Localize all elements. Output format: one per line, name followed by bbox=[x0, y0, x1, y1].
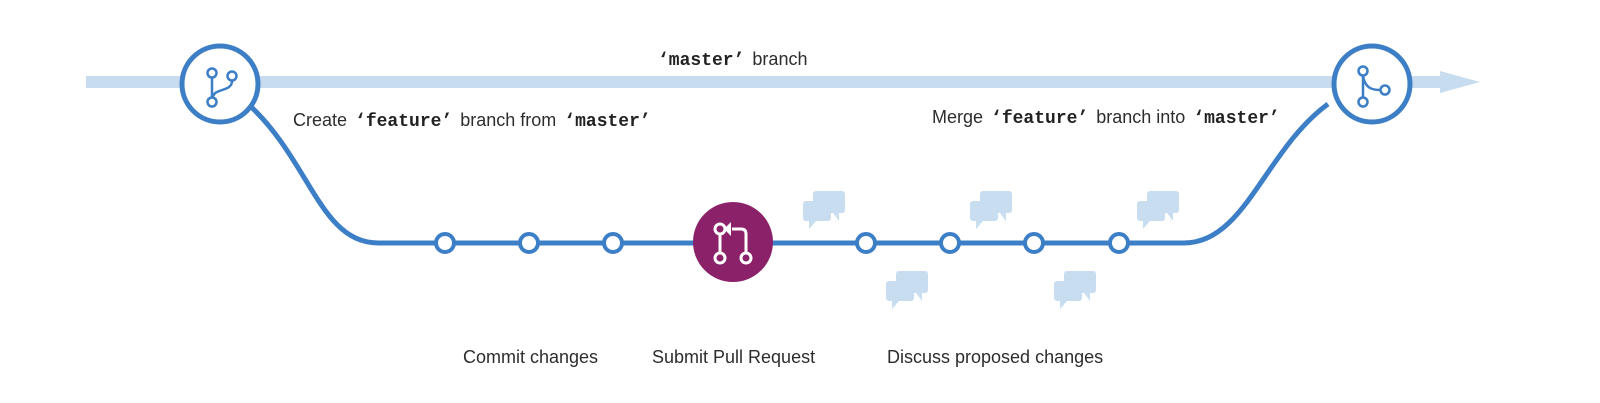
master-code: ‘master’ bbox=[658, 51, 745, 71]
feature-branch-line bbox=[246, 101, 1330, 246]
git-pull-request-icon bbox=[693, 202, 773, 282]
create-pre: Create bbox=[293, 110, 348, 130]
git-branch-icon bbox=[179, 43, 261, 125]
git-merge-icon bbox=[1331, 43, 1413, 125]
feature-code: ‘feature’ bbox=[355, 112, 453, 132]
commit-changes-label: Commit changes bbox=[463, 347, 599, 367]
master-arrow-head bbox=[1440, 71, 1480, 93]
discuss-changes-label: Discuss proposed changes bbox=[887, 347, 1104, 367]
create-branch-label: Create ‘feature’ branch from ‘master’ bbox=[293, 109, 651, 133]
submit-pull-request-label: Submit Pull Request bbox=[652, 347, 816, 367]
comment-bubbles-icon bbox=[803, 191, 845, 229]
commit-dot bbox=[939, 232, 961, 254]
comment-bubbles-icon bbox=[886, 271, 928, 309]
commit-dot bbox=[602, 232, 624, 254]
create-mid: branch from bbox=[460, 110, 557, 130]
merge-pre: Merge bbox=[932, 107, 984, 127]
merge-branch-label: Merge ‘feature’ branch into ‘master’ bbox=[932, 106, 1280, 130]
comment-bubbles-icon bbox=[1054, 271, 1096, 309]
commit-dot bbox=[1023, 232, 1045, 254]
feature-code: ‘feature’ bbox=[991, 109, 1089, 129]
commit-dot bbox=[518, 232, 540, 254]
master-code: ‘master’ bbox=[564, 112, 651, 132]
master-branch-label: ‘master’ branch bbox=[658, 48, 807, 72]
merge-mid: branch into bbox=[1096, 107, 1186, 127]
commit-dot bbox=[434, 232, 456, 254]
commit-dot bbox=[1108, 232, 1130, 254]
commit-dot bbox=[855, 232, 877, 254]
master-code: ‘master’ bbox=[1193, 109, 1280, 129]
master-branch-text: branch bbox=[752, 49, 808, 69]
comment-bubbles-icon bbox=[1137, 191, 1179, 229]
comment-bubbles-icon bbox=[970, 191, 1012, 229]
